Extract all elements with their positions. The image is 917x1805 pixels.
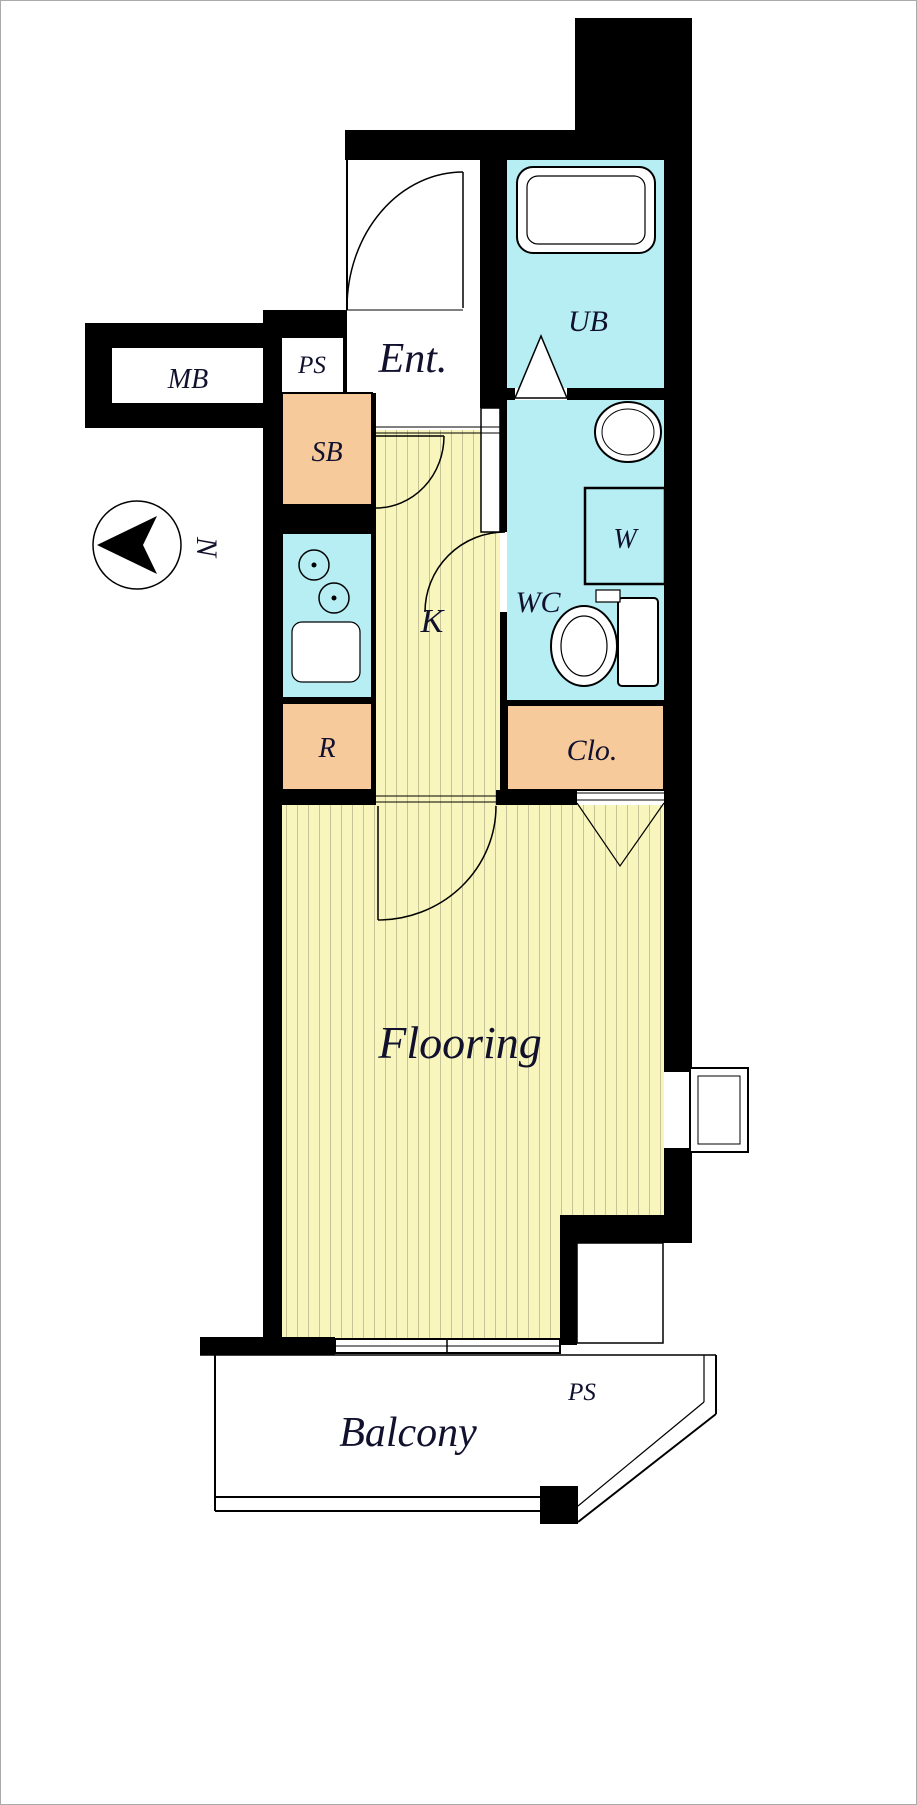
wall-segment <box>343 338 347 393</box>
flooring-label: Flooring <box>377 1017 542 1068</box>
wall-segment <box>560 1215 692 1243</box>
washing-machine-space <box>583 486 667 586</box>
entrance-label: Ent. <box>378 336 448 382</box>
wall-segment <box>282 505 372 533</box>
refrigerator-label: R <box>317 733 335 764</box>
wall-segment <box>664 160 692 1072</box>
closet-label: Clo. <box>567 734 618 767</box>
wall-segment <box>200 1337 335 1355</box>
washer-label: W <box>613 524 639 555</box>
wall-segment <box>500 404 507 532</box>
toilet-flush-handle <box>595 589 621 603</box>
washbasin-inner-line <box>601 408 655 456</box>
entrance-door-swing <box>346 171 464 309</box>
closet-folding-door <box>576 802 665 868</box>
pipe-space-bottom-label: PS <box>567 1379 596 1406</box>
compass-north-label: N <box>190 536 223 559</box>
side-opening-gap <box>664 1072 692 1148</box>
floors <box>282 430 664 1345</box>
windows <box>334 1067 749 1354</box>
meter-box-label: MB <box>167 364 208 395</box>
wall-segment <box>500 705 507 790</box>
bathtub-inner-line <box>526 175 646 245</box>
wall-segment <box>282 698 372 703</box>
wall-segment <box>560 1243 577 1345</box>
wall-segment <box>263 310 282 1345</box>
walls <box>200 18 692 1355</box>
compass-circle <box>92 500 182 590</box>
wall-segment <box>567 388 664 400</box>
kitchen-fixtures <box>291 549 361 683</box>
balcony-label: Balcony <box>339 1410 477 1456</box>
wall-segment <box>500 612 507 700</box>
wall-segment <box>85 323 265 348</box>
pipe-space-top-label: PS <box>297 352 326 379</box>
washroom-fixtures <box>550 401 667 687</box>
labels: MB PS Ent. SB UB WC W K R Clo. Flooring … <box>167 305 640 1456</box>
washroom-door-swing <box>424 531 506 613</box>
kitchen-label: K <box>420 603 446 640</box>
balcony-corner-post <box>540 1486 578 1524</box>
unit-bath-label: UB <box>568 305 608 338</box>
living-room-floor <box>282 805 664 1345</box>
compass: N <box>92 500 223 590</box>
wall-segment <box>496 790 577 805</box>
kitchen-sink <box>291 621 361 683</box>
washbasin <box>594 401 662 463</box>
bathtub <box>516 166 656 254</box>
stove-burner-center <box>331 595 337 601</box>
stove-burner-center <box>311 562 317 568</box>
north-arrow-icon <box>97 516 157 574</box>
closet-area <box>506 704 665 791</box>
doors <box>346 160 665 921</box>
wall-segment <box>372 393 376 790</box>
bath-door-marker <box>513 334 569 399</box>
balcony-diagonal-inner <box>577 1401 705 1507</box>
pipe-space-duct <box>576 1242 664 1344</box>
balcony-diagonal-outer <box>577 1413 717 1523</box>
wall-segment <box>507 388 515 400</box>
living-door-swing <box>377 805 497 921</box>
wall-segment <box>480 160 507 408</box>
side-window-inner-line <box>697 1075 741 1145</box>
wall-segment <box>575 18 692 140</box>
toilet-tank <box>617 597 659 687</box>
toilet-seat-line <box>560 615 608 677</box>
wall-segment <box>345 130 692 160</box>
shoe-box-label: SB <box>311 437 342 468</box>
wall-segment <box>500 700 664 705</box>
meter-box-walls <box>85 323 282 428</box>
stove-burner <box>318 582 350 614</box>
wall-segment <box>263 790 376 805</box>
bath-fixtures <box>513 166 656 399</box>
stove-burner <box>298 549 330 581</box>
balcony-outline <box>200 1354 717 1524</box>
water-closet-label: WC <box>516 586 562 619</box>
wall-segment <box>85 403 282 428</box>
kitchen-floor <box>376 430 500 805</box>
kitchen-door-swing <box>375 435 445 509</box>
side-window-box <box>689 1067 749 1153</box>
